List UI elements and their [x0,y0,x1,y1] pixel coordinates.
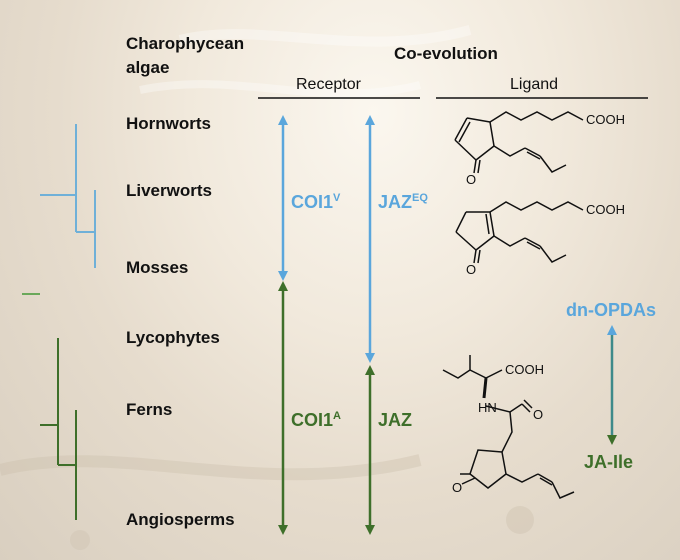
receptor-jazeq: JAZEQ [378,192,428,213]
receptor-jaz: JAZ [378,410,412,431]
figure-title: Co-evolution [394,44,498,63]
taxon-mosses: Mosses [126,258,189,277]
receptor-coi1v-sup: V [333,192,341,204]
atom-o-3: O [533,407,543,422]
taxon-liverworts: Liverworts [126,181,212,200]
receptor-coi1v: COI1V [291,192,340,213]
receptor-jaz-base: JAZ [378,410,413,430]
taxon-ferns: Ferns [126,400,173,419]
taxon-hornworts: Hornworts [126,114,211,133]
atom-o-2: O [466,262,476,277]
taxon-charophycean: Charophycean [126,34,245,53]
receptor-jazeq-sup: EQ [412,192,428,204]
atom-o-4: O [452,480,462,495]
atom-hn: HN [478,400,497,415]
atom-cooh-2: COOH [586,202,625,217]
atom-o-1: O [466,172,476,187]
molecule-dn-iso-opda [454,111,584,174]
receptor-jazeq-base: JAZ [378,192,413,212]
atom-cooh-1: COOH [586,112,625,127]
ligand-dn-opdas: dn-OPDAs [566,300,656,320]
atom-cooh-3: COOH [505,362,544,377]
molecule-dn-opda [455,201,584,264]
background-texture [0,25,534,550]
receptor-coi1v-base: COI1 [291,192,334,212]
receptor-coi1a-sup: A [333,410,341,422]
receptor-coi1a: COI1A [291,410,341,431]
taxon-charophycean-line2: algae [126,58,170,77]
ligand-header: Ligand [510,76,559,93]
taxon-lycophytes: Lycophytes [126,328,220,347]
taxon-angiosperms: Angiosperms [126,510,235,529]
molecule-ja-ile [442,355,575,499]
receptor-header: Receptor [296,76,361,93]
receptor-coi1a-base: COI1 [291,410,334,430]
ligand-ja-ile: JA-Ile [584,452,634,472]
